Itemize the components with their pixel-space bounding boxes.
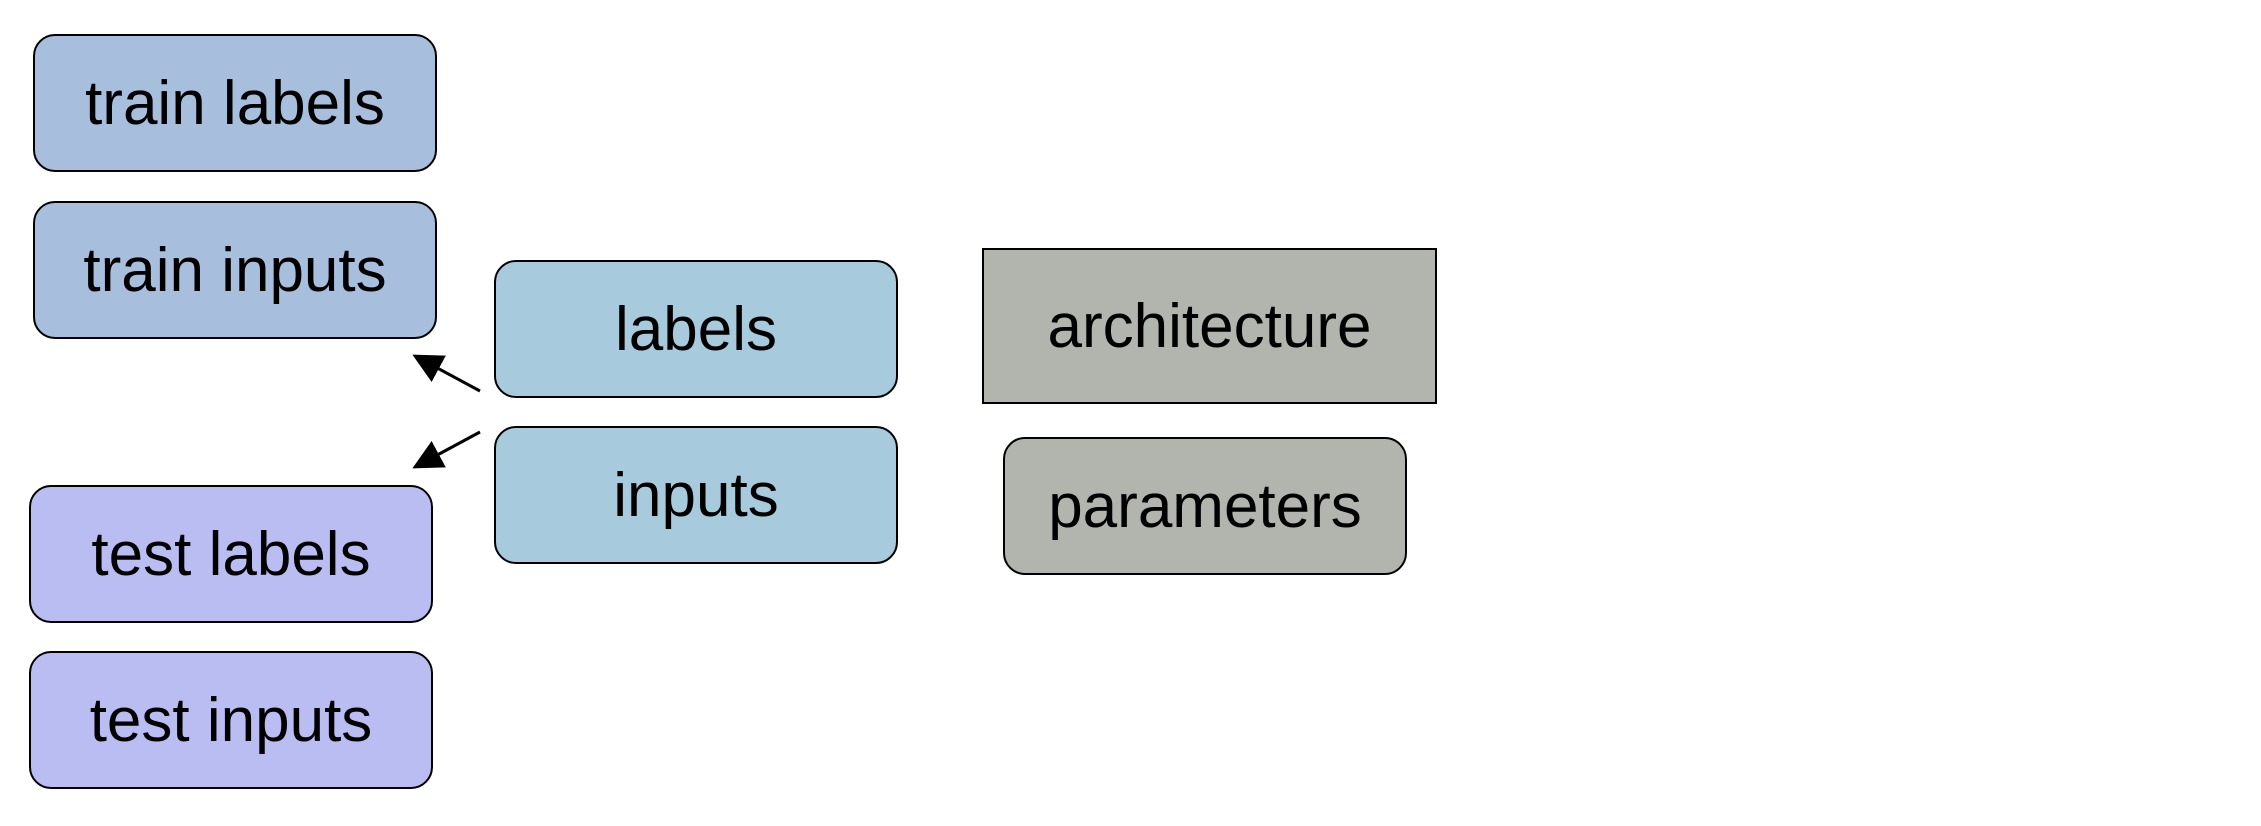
parameters-box: parameters bbox=[1003, 437, 1407, 575]
train-inputs-text: train inputs bbox=[83, 235, 387, 305]
train-inputs-box: train inputs bbox=[33, 201, 437, 339]
labels-box: labels bbox=[494, 260, 898, 398]
arrow-to-train bbox=[412, 354, 481, 393]
arrow-to-test bbox=[412, 430, 481, 469]
test-inputs-text: test inputs bbox=[89, 685, 373, 755]
test-labels-text: test labels bbox=[91, 519, 371, 589]
test-inputs-box: test inputs bbox=[29, 651, 433, 789]
inputs-text: inputs bbox=[613, 460, 779, 530]
labels-text: labels bbox=[615, 294, 777, 364]
architecture-text: architecture bbox=[1047, 291, 1372, 361]
train-labels-box: train labels bbox=[33, 34, 437, 172]
architecture-box: architecture bbox=[982, 248, 1437, 404]
inputs-box: inputs bbox=[494, 426, 898, 564]
train-labels-text: train labels bbox=[85, 68, 385, 138]
parameters-text: parameters bbox=[1048, 471, 1362, 541]
test-labels-box: test labels bbox=[29, 485, 433, 623]
